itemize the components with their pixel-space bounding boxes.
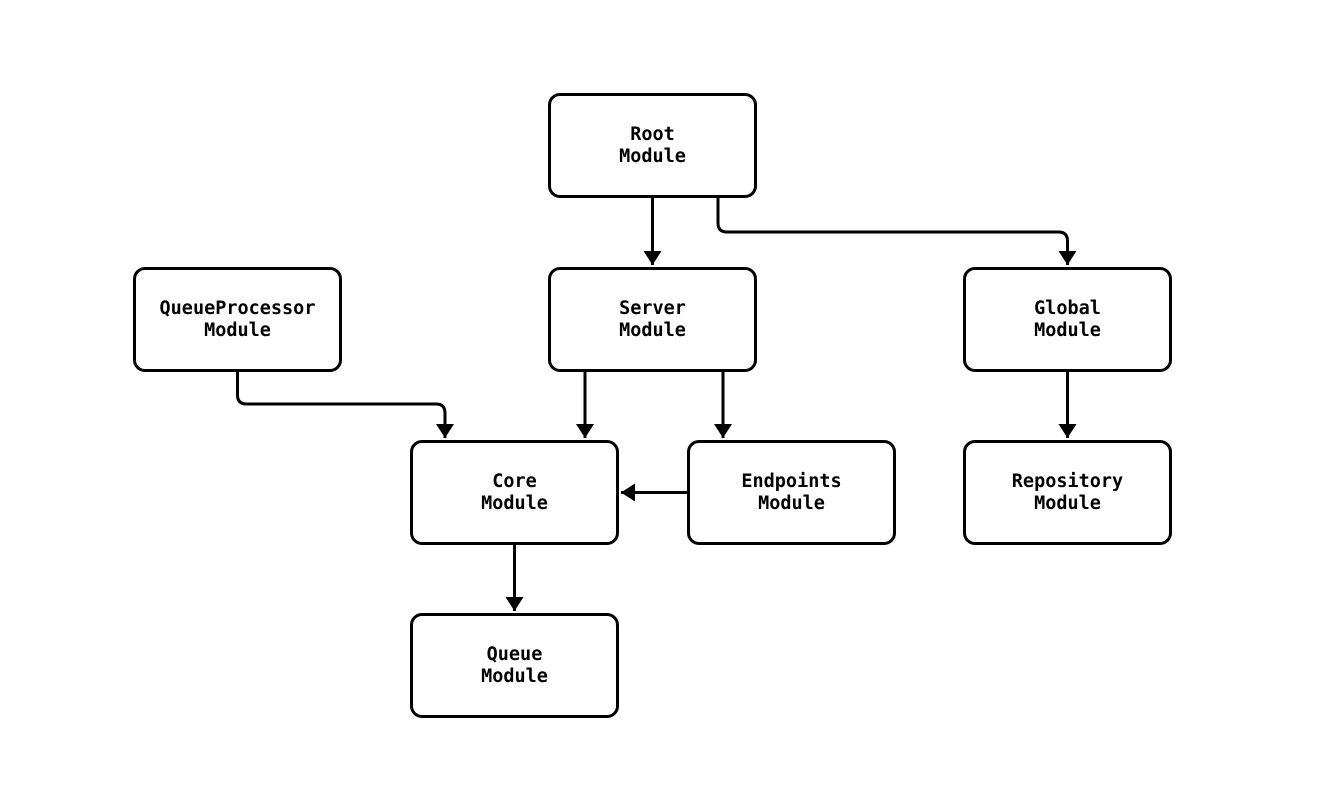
- node-label: Queue: [486, 643, 543, 665]
- node-label: Root: [630, 123, 675, 145]
- node-queueprocessor-module: QueueProcessor Module: [133, 267, 342, 372]
- edge-root-global: [716, 198, 1077, 265]
- node-label: Endpoints: [741, 470, 842, 492]
- node-label: Global: [1034, 297, 1101, 319]
- node-label: Repository: [1011, 470, 1124, 492]
- node-label: Server: [619, 297, 686, 319]
- node-label: Module: [619, 145, 686, 167]
- node-label: Module: [1034, 319, 1101, 341]
- node-root-module: Root Module: [548, 93, 757, 198]
- node-repository-module: Repository Module: [963, 440, 1172, 545]
- node-label: Module: [619, 319, 686, 341]
- node-label: Core: [492, 470, 537, 492]
- node-core-module: Core Module: [410, 440, 619, 545]
- node-label: Module: [481, 665, 548, 687]
- node-endpoints-module: Endpoints Module: [687, 440, 896, 545]
- node-server-module: Server Module: [548, 267, 757, 372]
- node-global-module: Global Module: [963, 267, 1172, 372]
- node-label: Module: [481, 492, 548, 514]
- edge-queueprocessor-core: [236, 372, 454, 438]
- node-label: QueueProcessor: [159, 297, 316, 319]
- node-label: Module: [758, 492, 825, 514]
- node-queue-module: Queue Module: [410, 613, 619, 718]
- node-label: Module: [204, 319, 271, 341]
- node-label: Module: [1034, 492, 1101, 514]
